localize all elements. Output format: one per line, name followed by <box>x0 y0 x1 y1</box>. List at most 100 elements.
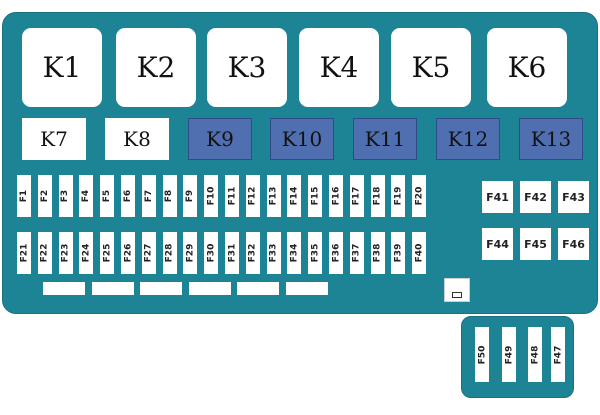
relay-k6: K6 <box>487 28 567 107</box>
fuse-f40: F40 <box>412 232 427 274</box>
fuse-f6: F6 <box>121 175 135 217</box>
fuse-f29: F29 <box>183 232 198 274</box>
fuse-f45: F45 <box>520 228 551 260</box>
fuse-label: F22 <box>39 243 50 263</box>
fuse-label: F17 <box>351 186 362 206</box>
fuse-label: F21 <box>19 243 29 263</box>
relay-k3: K3 <box>207 28 287 107</box>
fuse-label: F27 <box>143 243 154 263</box>
fuse-f25: F25 <box>100 232 115 274</box>
fuse-f50: F50 <box>475 327 489 382</box>
fuse-label: F39 <box>393 243 404 263</box>
fuse-f35: F35 <box>308 232 323 274</box>
relay-k7: K7 <box>22 118 86 160</box>
fuse-f49: F49 <box>502 327 516 382</box>
connector-socket <box>444 278 470 302</box>
relay-k13: K13 <box>519 118 583 160</box>
relay-k2: K2 <box>116 28 196 107</box>
fuse-f4: F4 <box>79 175 94 217</box>
fuse-label: F13 <box>268 186 279 206</box>
fuse-label: F50 <box>477 345 487 364</box>
fuse-label: F2 <box>39 189 50 203</box>
fuse-f38: F38 <box>370 232 385 274</box>
fuse-f11: F11 <box>225 175 239 217</box>
fuse-f46: F46 <box>558 228 589 260</box>
fuse-label: F25 <box>102 243 113 263</box>
fuse-label: F35 <box>310 243 321 263</box>
fuse-f12: F12 <box>245 175 260 217</box>
relay-k8: K8 <box>105 118 169 160</box>
fuse-label: F18 <box>372 186 383 206</box>
fuse-label: F34 <box>289 243 300 263</box>
fuse-label: F1 <box>18 189 29 203</box>
spare-slot <box>92 282 134 295</box>
spare-slot <box>237 282 279 295</box>
fuse-f20: F20 <box>412 175 427 217</box>
fuse-f41: F41 <box>482 181 513 213</box>
relay-k9: K9 <box>188 118 252 160</box>
fuse-label: F47 <box>553 345 563 364</box>
spare-slot <box>140 282 182 295</box>
fuse-f47: F47 <box>551 327 565 382</box>
fuse-f28: F28 <box>162 232 177 274</box>
fuse-f32: F32 <box>245 232 260 274</box>
fuse-label: F29 <box>185 243 196 263</box>
fuse-f24: F24 <box>79 232 94 274</box>
fuse-label: F6 <box>122 189 133 203</box>
fuse-label: F3 <box>60 189 71 203</box>
fuse-f44: F44 <box>482 228 513 260</box>
fuse-f13: F13 <box>266 175 281 217</box>
fuse-f10: F10 <box>204 175 219 217</box>
spare-slot <box>43 282 85 295</box>
fuse-label: F14 <box>289 186 300 206</box>
fuse-label: F23 <box>60 243 71 263</box>
relay-k5: K5 <box>391 28 471 107</box>
fuse-f18: F18 <box>370 175 385 217</box>
fuse-f5: F5 <box>100 175 115 217</box>
fuse-label: F12 <box>247 186 258 206</box>
fuse-f1: F1 <box>17 175 31 217</box>
fuse-f34: F34 <box>287 232 302 274</box>
fuse-f19: F19 <box>391 175 406 217</box>
fuse-f17: F17 <box>349 175 364 217</box>
fuse-label: F4 <box>81 189 92 203</box>
spare-slot <box>189 282 231 295</box>
fuse-f15: F15 <box>308 175 323 217</box>
fuse-f2: F2 <box>37 175 52 217</box>
relay-k1: K1 <box>22 28 102 107</box>
spare-slot <box>286 282 328 295</box>
fuse-label: F16 <box>331 186 341 206</box>
fuse-f7: F7 <box>141 175 156 217</box>
fuse-label: F15 <box>310 186 321 206</box>
fuse-f30: F30 <box>204 232 219 274</box>
fuse-label: F19 <box>393 186 404 206</box>
fuse-f3: F3 <box>58 175 73 217</box>
fuse-f42: F42 <box>520 181 551 213</box>
fuse-label: F36 <box>331 243 341 263</box>
fuse-f33: F33 <box>266 232 281 274</box>
fuse-f27: F27 <box>141 232 156 274</box>
fuse-f37: F37 <box>349 232 364 274</box>
fuse-label: F31 <box>227 243 237 263</box>
fuse-label: F7 <box>143 189 154 203</box>
fuse-f21: F21 <box>17 232 31 274</box>
fuse-label: F20 <box>414 186 425 206</box>
fuse-label: F11 <box>227 186 237 206</box>
fuse-label: F28 <box>164 243 175 263</box>
fuse-f23: F23 <box>58 232 73 274</box>
relay-k12: K12 <box>436 118 500 160</box>
relay-k4: K4 <box>299 28 379 107</box>
fuse-label: F26 <box>123 243 133 263</box>
fuse-f31: F31 <box>225 232 239 274</box>
fuse-f48: F48 <box>528 327 542 382</box>
fuse-label: F40 <box>414 243 425 263</box>
fuse-f9: F9 <box>183 175 198 217</box>
fuse-f39: F39 <box>391 232 406 274</box>
fuse-f43: F43 <box>558 181 589 213</box>
fuse-f22: F22 <box>37 232 52 274</box>
connector-pin <box>452 292 462 298</box>
fuse-label: F9 <box>185 189 196 203</box>
fuse-label: F32 <box>247 243 258 263</box>
fuse-f8: F8 <box>162 175 177 217</box>
fuse-label: F48 <box>530 345 540 364</box>
